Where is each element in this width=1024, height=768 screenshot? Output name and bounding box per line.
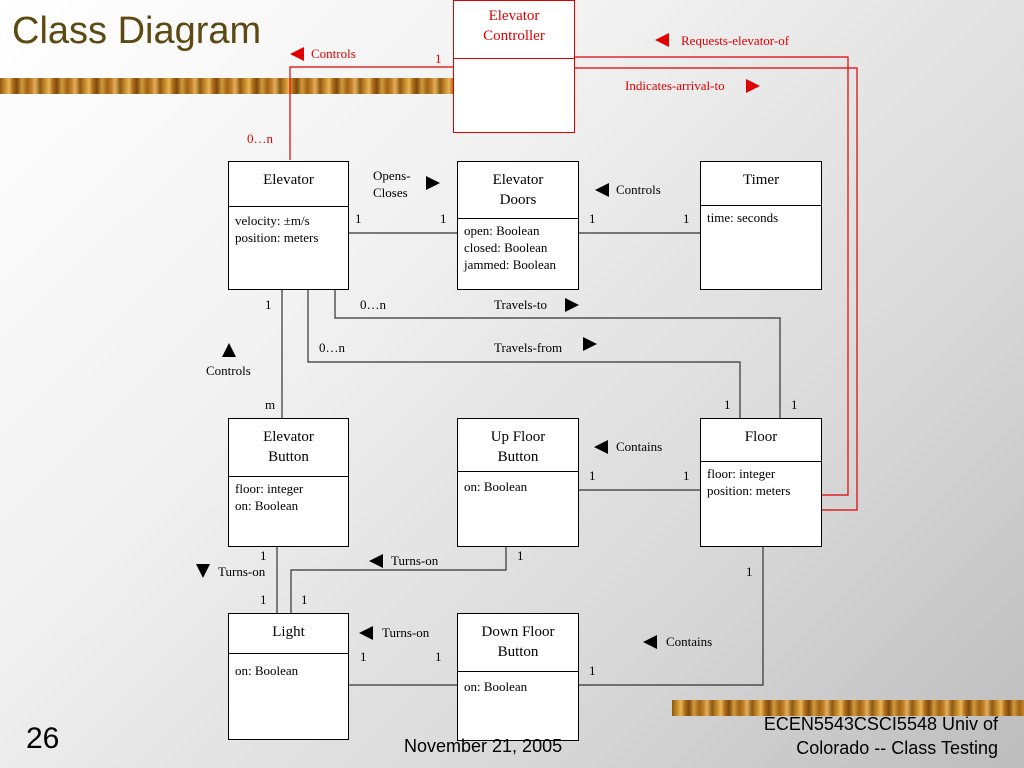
decorative-band-bottom <box>672 700 1024 716</box>
assoc-controls-left: Controls <box>206 363 251 378</box>
direction-right-icon <box>565 298 579 312</box>
assoc-contains-down: Contains <box>666 634 713 649</box>
attribute: on: Boolean <box>464 479 528 494</box>
assoc-indicates-arrival-to: Indicates-arrival-to <box>625 78 725 93</box>
class-timer: Timer time: seconds <box>700 161 822 290</box>
attribute: position: meters <box>707 483 791 498</box>
multiplicity: 1 <box>746 564 753 579</box>
multiplicity: 1 <box>589 468 596 483</box>
assoc-opens-closes-line1: Opens- <box>373 168 411 183</box>
class-name: Floor <box>701 419 821 462</box>
direction-left-icon <box>369 554 383 568</box>
attribute: time: seconds <box>707 210 779 225</box>
class-attributes: on: Boolean <box>458 672 578 740</box>
class-elevator: Elevator velocity: ±m/s position: meters <box>228 161 349 290</box>
direction-down-icon <box>196 564 210 578</box>
attribute: on: Boolean <box>235 663 299 678</box>
direction-right-icon <box>746 79 760 93</box>
direction-left-icon <box>359 626 373 640</box>
class-attributes: floor: integer on: Boolean <box>229 477 348 546</box>
multiplicity: 1 <box>440 211 447 226</box>
direction-left-icon <box>643 635 657 649</box>
footer-course-line2: Colorado -- Class Testing <box>796 738 998 758</box>
multiplicity: 1 <box>360 649 367 664</box>
class-attributes: time: seconds <box>701 206 821 289</box>
multiplicity: 1 <box>265 297 272 312</box>
multiplicity: 1 <box>435 649 442 664</box>
direction-left-icon <box>595 183 609 197</box>
direction-left-icon <box>594 440 608 454</box>
class-elevator-doors: Elevator Doors open: Boolean closed: Boo… <box>457 161 579 290</box>
multiplicity: 1 <box>683 468 690 483</box>
attribute: closed: Boolean <box>464 240 548 255</box>
assoc-contains-up: Contains <box>616 439 663 454</box>
assoc-travels-from: Travels-from <box>494 340 563 355</box>
class-name: Up Floor Button <box>458 419 578 472</box>
class-elevator-button: Elevator Button floor: integer on: Boole… <box>228 418 349 547</box>
class-up-floor-button: Up Floor Button on: Boolean <box>457 418 579 547</box>
footer-date: November 21, 2005 <box>404 736 563 756</box>
class-name: Down Floor Button <box>458 614 578 672</box>
multiplicity: m <box>265 397 276 412</box>
assoc-turns-on-left: Turns-on <box>218 564 266 579</box>
assoc-controls-top: Controls <box>311 46 356 61</box>
class-attributes: on: Boolean <box>229 654 348 739</box>
attribute: floor: integer <box>235 481 304 496</box>
multiplicity: 1 <box>301 592 308 607</box>
direction-left-icon <box>655 33 669 47</box>
class-name: Elevator <box>229 162 348 207</box>
attribute: position: meters <box>235 230 319 245</box>
attribute: jammed: Boolean <box>464 257 557 272</box>
assoc-controls-timer: Controls <box>616 182 661 197</box>
class-name: Elevator Controller <box>454 1 574 59</box>
assoc-requests-elevator-of: Requests-elevator-of <box>681 33 790 48</box>
attribute: open: Boolean <box>464 223 540 238</box>
multiplicity: 1 <box>260 548 267 563</box>
assoc-turns-on-light: Turns-on <box>382 625 430 640</box>
multiplicity: 1 <box>683 211 690 226</box>
direction-right-icon <box>583 337 597 351</box>
multiplicity: 1 <box>724 397 731 412</box>
attribute: on: Boolean <box>464 679 528 694</box>
multiplicity: 1 <box>435 51 442 66</box>
class-attributes: open: Boolean closed: Boolean jammed: Bo… <box>458 219 578 289</box>
assoc-turns-on-mid: Turns-on <box>391 553 439 568</box>
direction-right-icon <box>426 176 440 190</box>
multiplicity: 0…n <box>319 340 345 355</box>
multiplicity: 1 <box>260 592 267 607</box>
class-light: Light on: Boolean <box>228 613 349 740</box>
multiplicity: 1 <box>355 211 362 226</box>
multiplicity: 1 <box>589 663 596 678</box>
class-attributes: on: Boolean <box>458 472 578 546</box>
class-name: Light <box>229 614 348 654</box>
assoc-opens-closes-line2: Closes <box>373 185 408 200</box>
class-name: Elevator Button <box>229 419 348 477</box>
slide-title: Class Diagram <box>12 10 262 52</box>
class-name: Timer <box>701 162 821 206</box>
multiplicity: 0…n <box>360 297 386 312</box>
class-elevator-controller: Elevator Controller <box>453 0 575 133</box>
multiplicity: 1 <box>791 397 798 412</box>
footer-course-line1: ECEN5543CSCI5548 Univ of <box>763 714 998 734</box>
attribute: velocity: ±m/s <box>235 213 310 228</box>
attribute: on: Boolean <box>235 498 299 513</box>
footer-course: ECEN5543CSCI5548 Univ of Colorado -- Cla… <box>764 712 998 760</box>
slide-number: 26 <box>26 722 60 755</box>
class-floor: Floor floor: integer position: meters <box>700 418 822 547</box>
multiplicity: 1 <box>517 548 524 563</box>
class-attributes: velocity: ±m/s position: meters <box>229 207 348 289</box>
assoc-travels-to: Travels-to <box>494 297 547 312</box>
class-attributes: floor: integer position: meters <box>701 462 821 546</box>
direction-left-icon <box>290 47 304 61</box>
class-down-floor-button: Down Floor Button on: Boolean <box>457 613 579 741</box>
decorative-band-top <box>0 78 455 94</box>
direction-up-icon <box>222 343 236 357</box>
attribute: floor: integer <box>707 466 776 481</box>
multiplicity: 1 <box>589 211 596 226</box>
class-name: Elevator Doors <box>458 162 578 219</box>
multiplicity: 0…n <box>247 131 273 146</box>
